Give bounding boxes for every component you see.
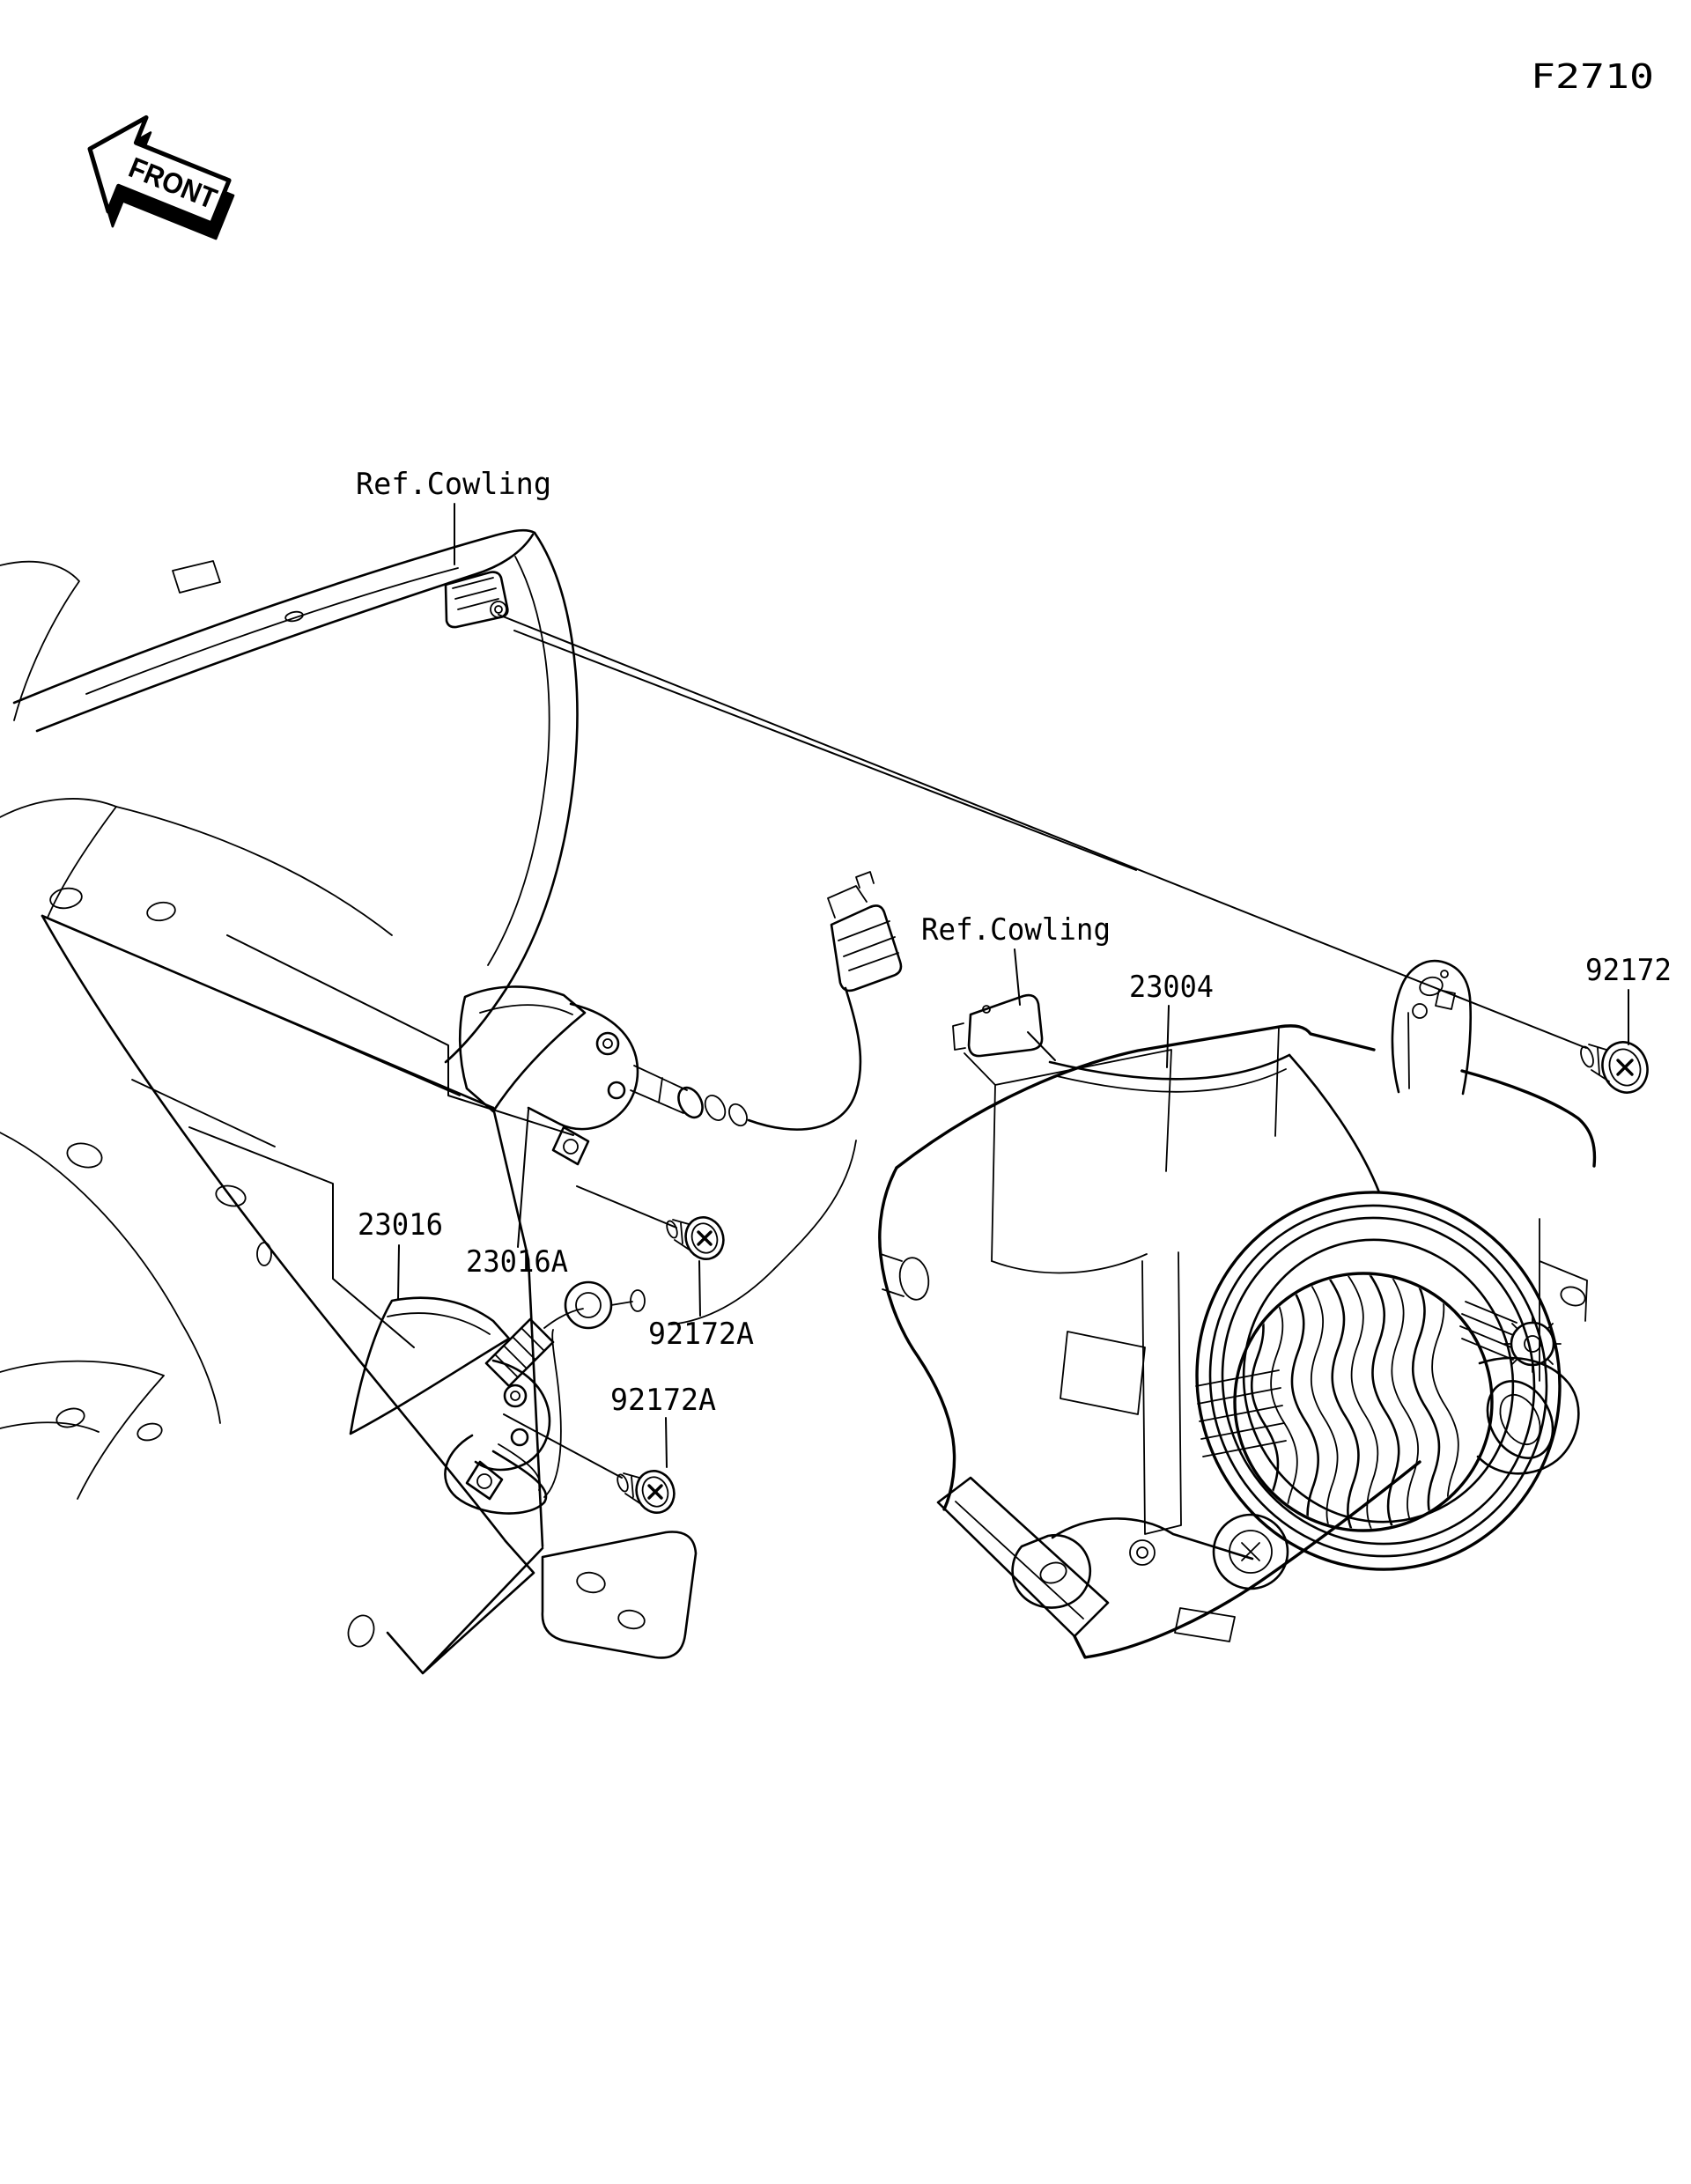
- upper-lamp-connector-drawing: [827, 871, 903, 992]
- leader-cowling-to-screw-top: [498, 614, 1587, 1049]
- witness-line-upper: [226, 934, 574, 1136]
- cowling-drawing: [0, 528, 579, 1064]
- cowling-connector-drawing: [444, 571, 509, 629]
- harness-wire: [670, 1140, 857, 1325]
- label-23004: 23004: [1129, 970, 1214, 1005]
- cowling-connector-mid-drawing: [952, 993, 1056, 1061]
- front-arrow-face: [87, 114, 232, 226]
- leader-23004: [1166, 1005, 1170, 1068]
- leader-92172a-upper: [698, 1260, 701, 1317]
- headlamp-drawing: [878, 959, 1597, 1659]
- label-92172a-upper: 92172A: [648, 1317, 754, 1352]
- label-ref-cowling-top: Ref.Cowling: [356, 467, 551, 502]
- callout-labels: Ref.Cowling Ref.Cowling 23004 92172 2301…: [356, 467, 1672, 1418]
- position-lamp-lower-drawing: [349, 1280, 646, 1515]
- leader-cowling-to-headlamp: [513, 630, 1137, 871]
- pointer-92172a-lower: [503, 1413, 623, 1479]
- upper-lamp-wire: [747, 986, 862, 1131]
- lens-rings: [1195, 1191, 1562, 1571]
- leader-92172a-lower: [665, 1417, 668, 1468]
- pointer-92172a-upper: [576, 1185, 677, 1228]
- leader-lines: [397, 503, 1629, 1479]
- figure-code: F2710: [1531, 57, 1654, 96]
- screw-92172a-upper-drawing: [666, 1216, 725, 1260]
- witness-line-lower: [188, 1126, 415, 1348]
- screw-92172-drawing: [1580, 1041, 1649, 1094]
- screw-92172a-lower-drawing: [617, 1470, 676, 1514]
- label-23016a: 23016A: [466, 1244, 568, 1280]
- label-23016: 23016: [358, 1207, 443, 1243]
- front-arrow: FRONT: [87, 114, 235, 240]
- label-92172a-lower: 92172A: [610, 1383, 716, 1418]
- leader-23016: [397, 1244, 400, 1301]
- lower-lamp-wire: [444, 1434, 548, 1515]
- label-92172: 92172: [1585, 953, 1672, 988]
- leader-23016a: [517, 1109, 529, 1248]
- lens-honeycomb: [1233, 1266, 1494, 1542]
- label-ref-cowling-mid: Ref.Cowling: [921, 912, 1111, 948]
- leader-ref-cowling-mid: [1014, 948, 1021, 1006]
- position-lamp-upper-drawing: [458, 871, 903, 1325]
- subframe-bracket-drawing: [0, 887, 698, 1675]
